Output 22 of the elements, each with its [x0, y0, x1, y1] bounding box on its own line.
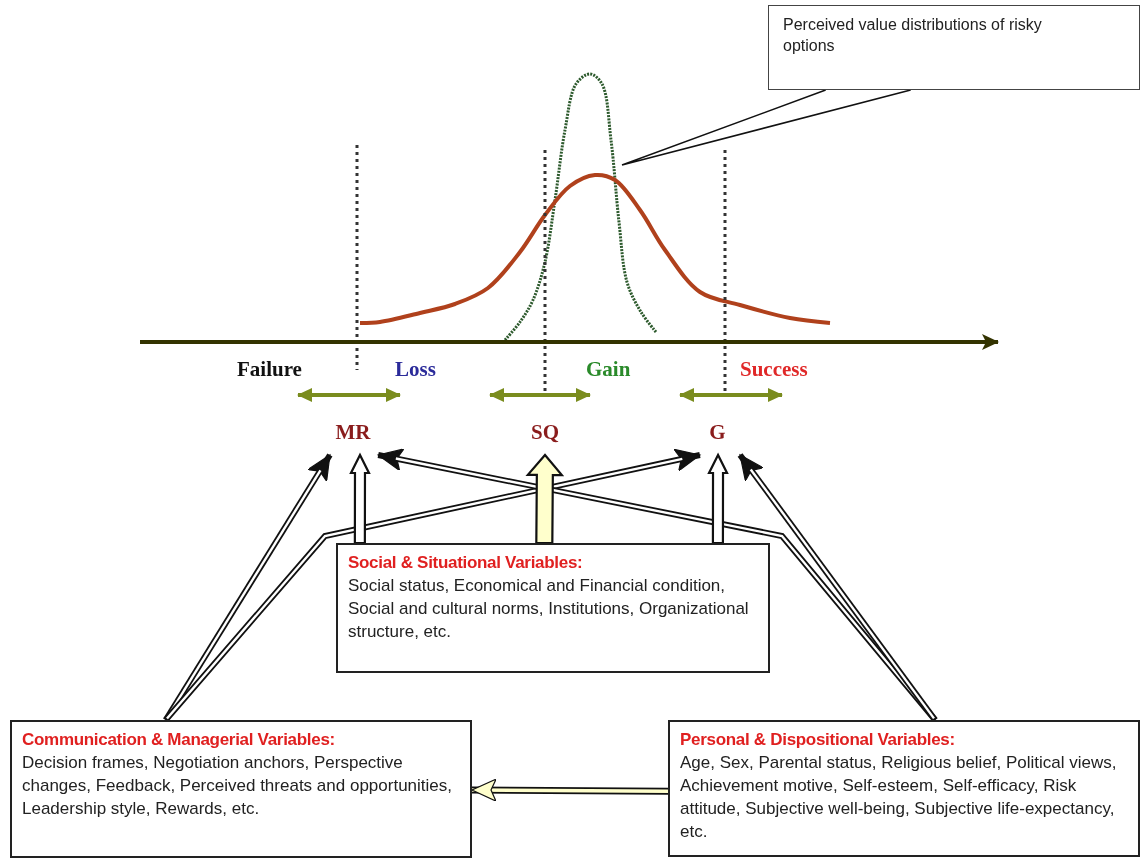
- variables-box: [668, 720, 1140, 857]
- box-heading: Communication & Managerial Variables:: [22, 729, 336, 751]
- region-label: Gain: [586, 357, 631, 382]
- block-arrow: [525, 453, 565, 545]
- threshold-label: G: [709, 420, 726, 445]
- variables-box: [336, 543, 770, 673]
- variables-box: [10, 720, 472, 858]
- box-heading: Social & Situational Variables:: [348, 552, 584, 574]
- leader-line: [621, 89, 912, 166]
- box-text: Decision frames, Negotiation anchors, Perspective changes, Feedback, Perceived threats and opportunities, Leadership style, Rewards, etc.: [22, 752, 453, 820]
- box-text: Age, Sex, Parental status, Religious belief, Political views, Achievement motive, Self-esteem, Self-efficacy, Risk attitude, Subjective well-being, Subjective life-expectancy, etc.: [680, 752, 1118, 843]
- region-label: Loss: [395, 357, 436, 382]
- region-label: Failure: [237, 357, 302, 382]
- callout-box: [768, 5, 1140, 90]
- block-arrow: [707, 452, 729, 545]
- threshold-label: SQ: [531, 420, 559, 445]
- region-label: Success: [740, 357, 808, 382]
- block-arrow: [349, 452, 371, 545]
- callout-text: Perceived value distributions of risky options: [783, 15, 1043, 56]
- box-heading: Personal & Dispositional Variables:: [680, 729, 956, 751]
- threshold-label: MR: [335, 420, 371, 445]
- box-text: Social status, Economical and Financial condition, Social and cultural norms, Institutions, Organizational structure, etc.: [348, 575, 750, 643]
